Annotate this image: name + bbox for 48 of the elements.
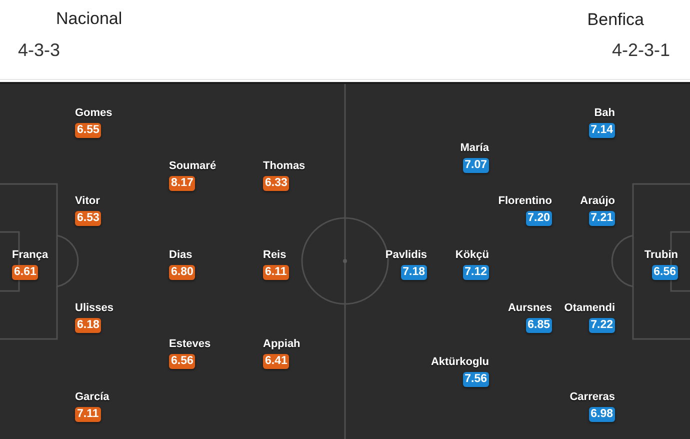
player-name: França xyxy=(12,248,48,262)
rating-badge: 7.21 xyxy=(588,211,615,226)
formation-label: 4-2-3-1 xyxy=(612,40,670,60)
rating-badge: 6.80 xyxy=(169,265,196,280)
player-name: Vitor xyxy=(75,194,100,208)
player-name: Otamendi xyxy=(564,301,615,315)
player-name: Aktürkoglu xyxy=(430,355,489,369)
rating-badge: 6.85 xyxy=(526,318,552,333)
player-name: Kökçü xyxy=(455,248,489,262)
rating-badge: 7.22 xyxy=(588,318,615,333)
rating-badge: 6.53 xyxy=(75,211,102,226)
rating-badge: 8.17 xyxy=(169,176,196,191)
player-name: Bah xyxy=(594,106,615,120)
player-name: Carreras xyxy=(570,390,615,404)
player-name: García xyxy=(75,390,110,404)
rating-badge: 7.20 xyxy=(526,211,552,226)
team-name: Nacional xyxy=(56,9,122,29)
rating-badge: 6.98 xyxy=(588,407,615,422)
rating-badge: 6.55 xyxy=(75,123,102,138)
player-name: Pavlidis xyxy=(385,248,427,262)
rating-badge: 6.33 xyxy=(263,176,290,191)
rating-badge: 6.56 xyxy=(652,265,678,280)
rating-badge: 6.18 xyxy=(75,318,102,333)
rating-badge: 6.56 xyxy=(169,354,196,369)
player-name: Ulisses xyxy=(75,301,114,315)
formation-label: 4-3-3 xyxy=(18,40,60,60)
rating-badge: 7.07 xyxy=(462,158,489,173)
rating-badge: 7.14 xyxy=(588,123,615,138)
player-name: Gomes xyxy=(75,106,112,120)
rating-badge: 7.56 xyxy=(462,372,489,387)
player-name: Appiah xyxy=(263,337,300,351)
player-name: Reis xyxy=(263,248,286,262)
player-name: Trubin xyxy=(644,248,678,262)
player-name: Thomas xyxy=(263,159,306,173)
team-name: Benfica xyxy=(587,10,644,30)
rating-badge: 7.11 xyxy=(75,407,101,422)
rating-badge: 7.18 xyxy=(400,265,427,280)
rating-badge: 6.41 xyxy=(263,354,290,369)
player-name: Esteves xyxy=(169,337,211,351)
rating-badge: 7.12 xyxy=(462,265,489,280)
player-name: Araújo xyxy=(580,194,615,208)
player-name: Aursnes xyxy=(508,301,552,315)
rating-badge: 6.11 xyxy=(263,265,289,280)
player-name: Soumaré xyxy=(169,159,216,173)
player-name: Dias xyxy=(169,248,192,262)
rating-badge: 6.61 xyxy=(12,265,38,280)
player-name: Florentino xyxy=(498,194,552,208)
player-name: María xyxy=(460,141,489,155)
